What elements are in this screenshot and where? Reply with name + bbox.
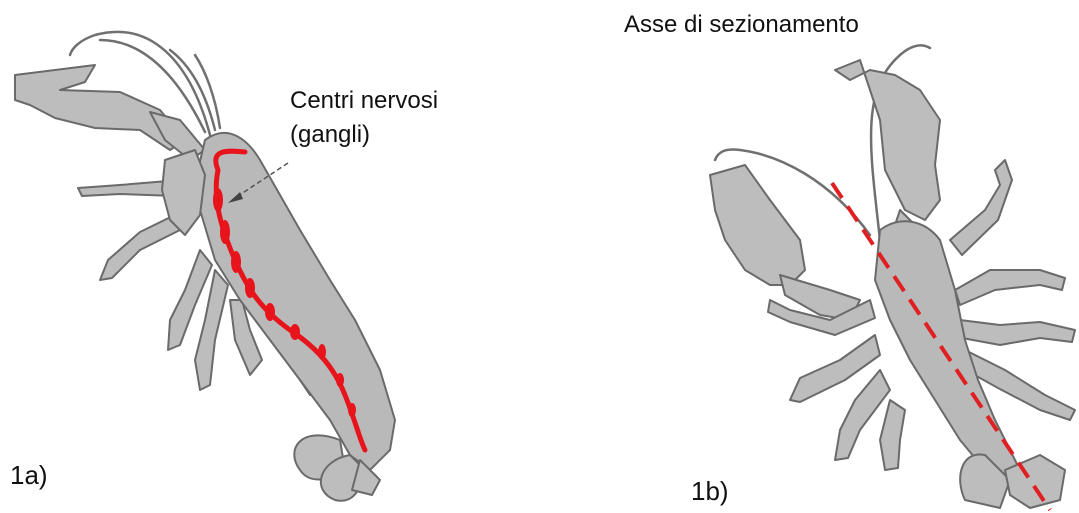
ganglia-label: (gangli) xyxy=(290,120,370,150)
nervous-centers-label: Centri nervosi xyxy=(290,86,438,116)
panel-b-label: 1b) xyxy=(691,476,729,506)
crayfish-top-view-icon xyxy=(710,45,1075,510)
panel-a-label: 1a) xyxy=(10,460,48,490)
sectioning-axis-label: Asse di sezionamento xyxy=(624,10,859,40)
